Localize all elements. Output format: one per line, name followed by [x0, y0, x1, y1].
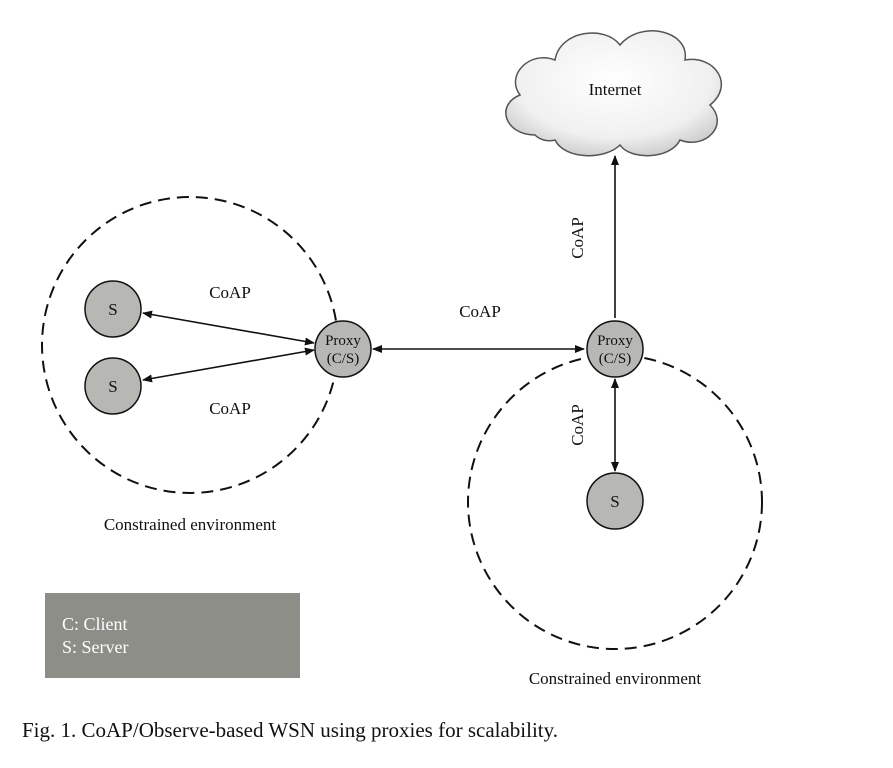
server-node-2: S	[84, 357, 142, 415]
legend-box: C: Client S: Server	[45, 593, 300, 678]
server-node-label: S	[108, 300, 117, 319]
right-link-label: CoAP	[568, 404, 587, 446]
proxy-label-line1: Proxy	[597, 333, 633, 349]
link-server1-proxy-left	[142, 310, 315, 346]
proxy-node-left: Proxy (C/S)	[314, 320, 372, 378]
server-node-label: S	[108, 377, 117, 396]
cloud-label: Internet	[589, 80, 642, 99]
left-environment-boundary	[41, 196, 339, 494]
internet-link-label: CoAP	[568, 217, 587, 259]
legend-client: C: Client	[62, 614, 128, 634]
left-environment-label: Constrained environment	[104, 515, 277, 534]
proxy-label-line1: Proxy	[325, 333, 361, 349]
proxy-label-line2: (C/S)	[599, 351, 632, 367]
server-node-label: S	[610, 492, 619, 511]
internet-cloud: Internet	[505, 30, 723, 157]
proxy-link-label: CoAP	[459, 302, 501, 321]
proxy-node-right: Proxy (C/S)	[586, 320, 644, 378]
left-link-label-top: CoAP	[209, 283, 251, 302]
link-server2-proxy-left	[142, 347, 315, 383]
server-node-1: S	[84, 280, 142, 338]
proxy-label-line2: (C/S)	[327, 351, 360, 367]
figure-caption: Fig. 1. CoAP/Observe-based WSN using pro…	[22, 718, 559, 742]
server-node-3: S	[586, 472, 644, 530]
legend-server: S: Server	[62, 637, 129, 657]
left-link-label-bottom: CoAP	[209, 399, 251, 418]
right-environment-label: Constrained environment	[529, 669, 702, 688]
